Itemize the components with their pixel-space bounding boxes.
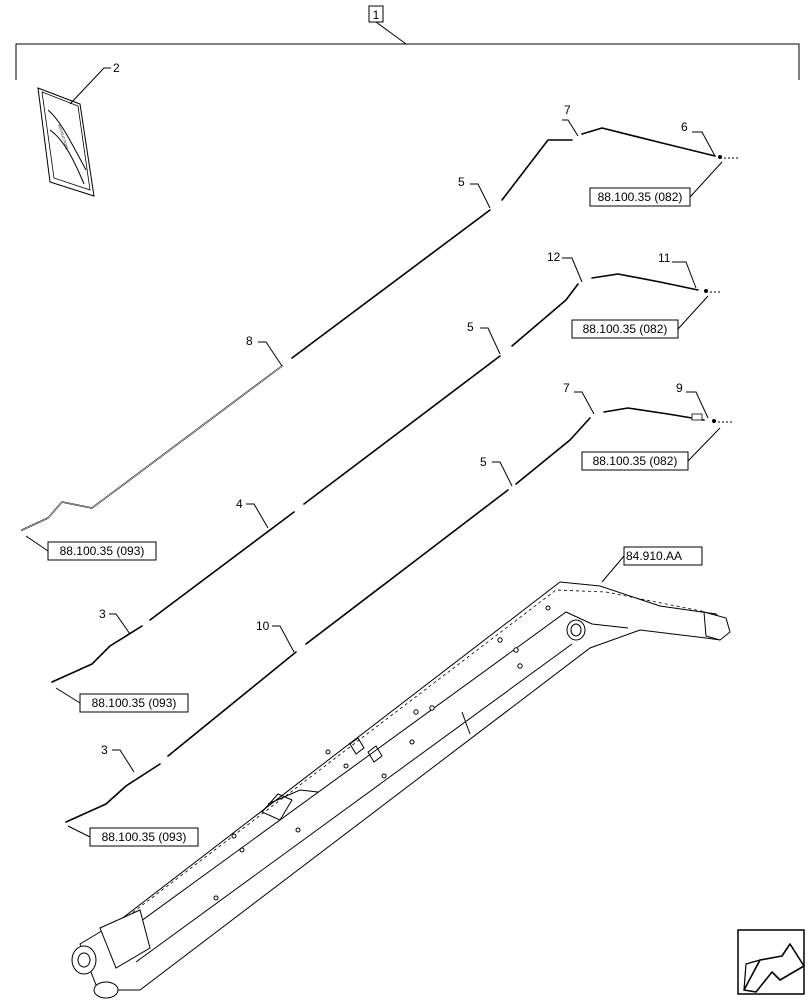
callout-c-rear-tube[interactable]: 3 — [101, 743, 108, 757]
tube-set-a: 6 7 5 8 88.100.35 (082) 88.100.35 (093) — [21, 103, 740, 561]
callout-c-end-fitting[interactable]: 9 — [676, 381, 683, 395]
callout-kit[interactable]: 1 — [373, 8, 380, 22]
callout-a-long-tube[interactable]: 8 — [246, 334, 253, 348]
callout-a-mid-tube[interactable]: 5 — [458, 175, 465, 189]
callout-b-end-fitting[interactable]: 11 — [658, 251, 671, 265]
ref-b-front[interactable]: 88.100.35 (082) — [583, 322, 668, 336]
ref-a-front[interactable]: 88.100.35 (082) — [598, 190, 683, 204]
excavator-boom: 84.910.AA — [71, 546, 731, 999]
ref-b-rear[interactable]: 88.100.35 (093) — [92, 696, 177, 710]
next-page-arrow-icon[interactable] — [737, 929, 805, 995]
ref-c-front[interactable]: 88.100.35 (082) — [593, 454, 678, 468]
callout-c-long-tube[interactable]: 10 — [256, 619, 270, 633]
callout-booklet[interactable]: 2 — [113, 61, 120, 75]
callout-c-mid-tube[interactable]: 5 — [480, 455, 487, 469]
callout-a-end-fitting[interactable]: 6 — [681, 120, 688, 134]
ref-c-rear[interactable]: 88.100.35 (093) — [102, 830, 187, 844]
tube-set-c: 9 7 5 10 3 88.100.35 (082) 88.100.35 (09… — [65, 381, 732, 847]
instruction-booklet: INSTRUCTIONS 2 — [37, 61, 120, 197]
callout-b-long-tube[interactable]: 4 — [236, 497, 243, 511]
callout-c-bend-tube[interactable]: 7 — [563, 381, 570, 395]
callout-b-mid-tube[interactable]: 5 — [467, 320, 474, 334]
boom-ref-label: 84.910.AA — [626, 549, 682, 563]
callout-b-rear-tube[interactable]: 3 — [99, 607, 106, 621]
callout-b-bend-tube[interactable]: 12 — [547, 250, 561, 264]
tube-set-b: 11 12 5 4 3 88.100.35 (082) 88.100.35 (0… — [51, 250, 722, 713]
kit-bracket: 1 — [15, 5, 800, 80]
ref-a-rear[interactable]: 88.100.35 (093) — [60, 544, 145, 558]
callout-a-bend-tube[interactable]: 7 — [564, 103, 571, 117]
